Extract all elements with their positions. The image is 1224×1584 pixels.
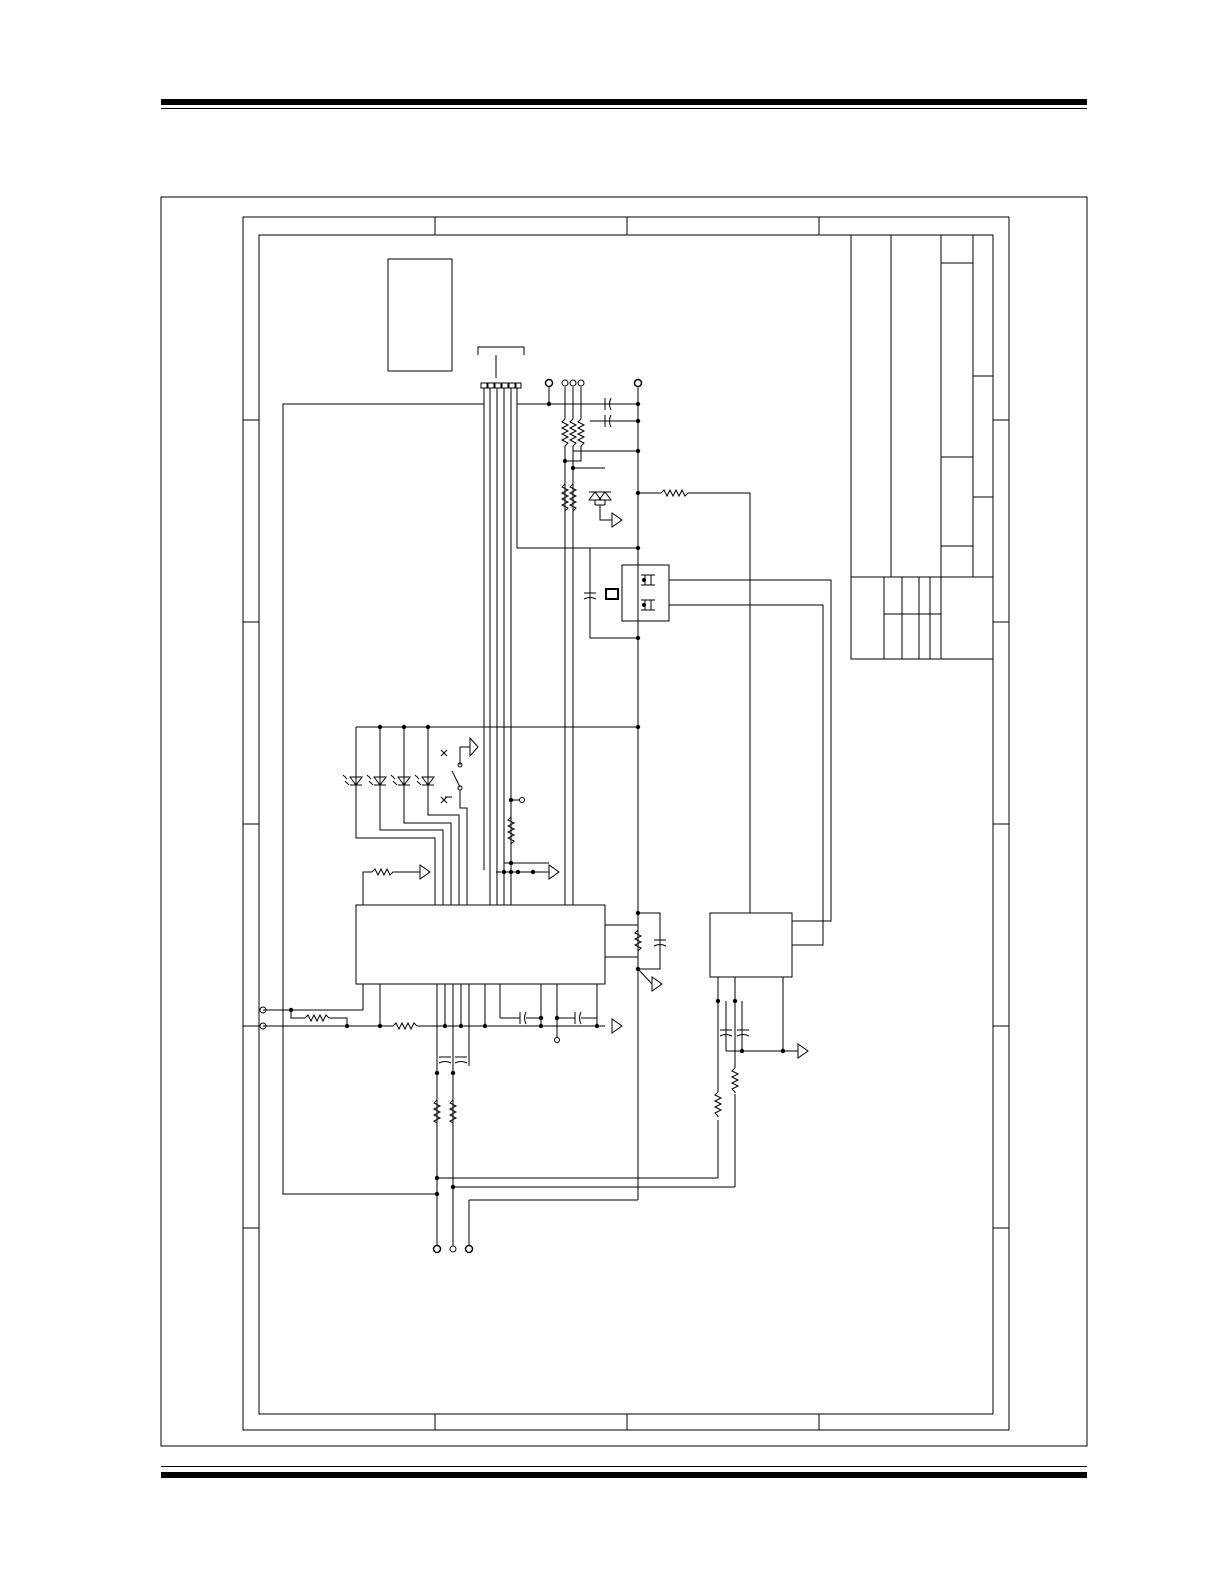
sheet-border-inner	[259, 235, 993, 1414]
signal-terminals	[260, 798, 560, 1253]
sheet-border-outer	[243, 217, 1009, 1430]
footer-rule-thin	[161, 1466, 1087, 1467]
diode-icon	[589, 492, 612, 520]
driver-bottom-network	[718, 977, 798, 1187]
connector-pin-icon	[516, 383, 521, 388]
logo-box	[388, 259, 452, 371]
connector-pin-icon	[488, 383, 494, 388]
mcu-right-network	[605, 913, 660, 984]
led-icon	[343, 775, 434, 785]
connector-pin-icon	[495, 383, 501, 388]
power-terminals	[546, 380, 642, 387]
connector-pin-icon	[481, 383, 487, 388]
mcu-chip	[356, 905, 605, 984]
programming-header	[478, 347, 524, 388]
connector-pin-icon	[509, 383, 515, 388]
resistor-icon	[305, 419, 738, 1123]
mcu-bottom-wiring	[263, 984, 735, 1246]
connector-pin-icon	[502, 383, 508, 388]
figure-frame	[161, 197, 1087, 1446]
opto-box	[622, 565, 669, 621]
capacitor-icon	[439, 398, 749, 1063]
switch-icon	[441, 750, 462, 803]
header-rule-thick	[161, 99, 1087, 105]
footer-rule-thick	[161, 1472, 1087, 1478]
junction-dots	[288, 401, 786, 1197]
opto-internals	[606, 575, 655, 610]
zone-ticks	[243, 217, 1009, 1430]
driver-chip	[710, 913, 792, 977]
title-block	[851, 235, 993, 659]
ground-icon	[420, 513, 808, 1058]
header-rule-thin	[161, 108, 1087, 109]
main-wiring	[283, 387, 831, 1200]
